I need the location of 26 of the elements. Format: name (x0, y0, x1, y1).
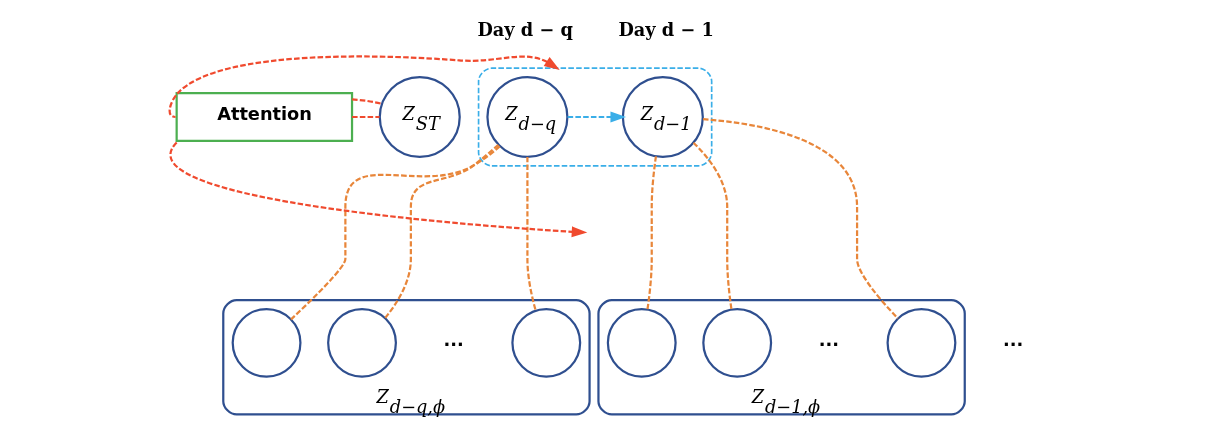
arrow (170, 142, 588, 238)
connector (646, 156, 658, 310)
label: ... (443, 329, 464, 350)
connector (384, 144, 500, 319)
cluster (477, 67, 713, 167)
node-circle (231, 307, 302, 378)
connector (526, 157, 537, 311)
connector (692, 141, 733, 310)
node-circle (327, 307, 397, 378)
node-label: Day d − 1 (618, 18, 714, 40)
connector (703, 118, 899, 320)
node-box: Attention (175, 92, 354, 142)
connector (352, 98, 382, 105)
node-label: Day d − q (477, 18, 573, 40)
cluster (222, 299, 591, 416)
arrow (168, 55, 560, 119)
label: ... (1003, 329, 1024, 350)
node-circle (511, 307, 582, 378)
arrow (567, 111, 627, 123)
connector (352, 115, 380, 119)
node-circle (702, 307, 773, 378)
node-circle (606, 307, 677, 378)
connector (290, 145, 501, 321)
cluster (597, 299, 966, 416)
node-circle (886, 307, 957, 378)
label: ... (818, 329, 840, 350)
